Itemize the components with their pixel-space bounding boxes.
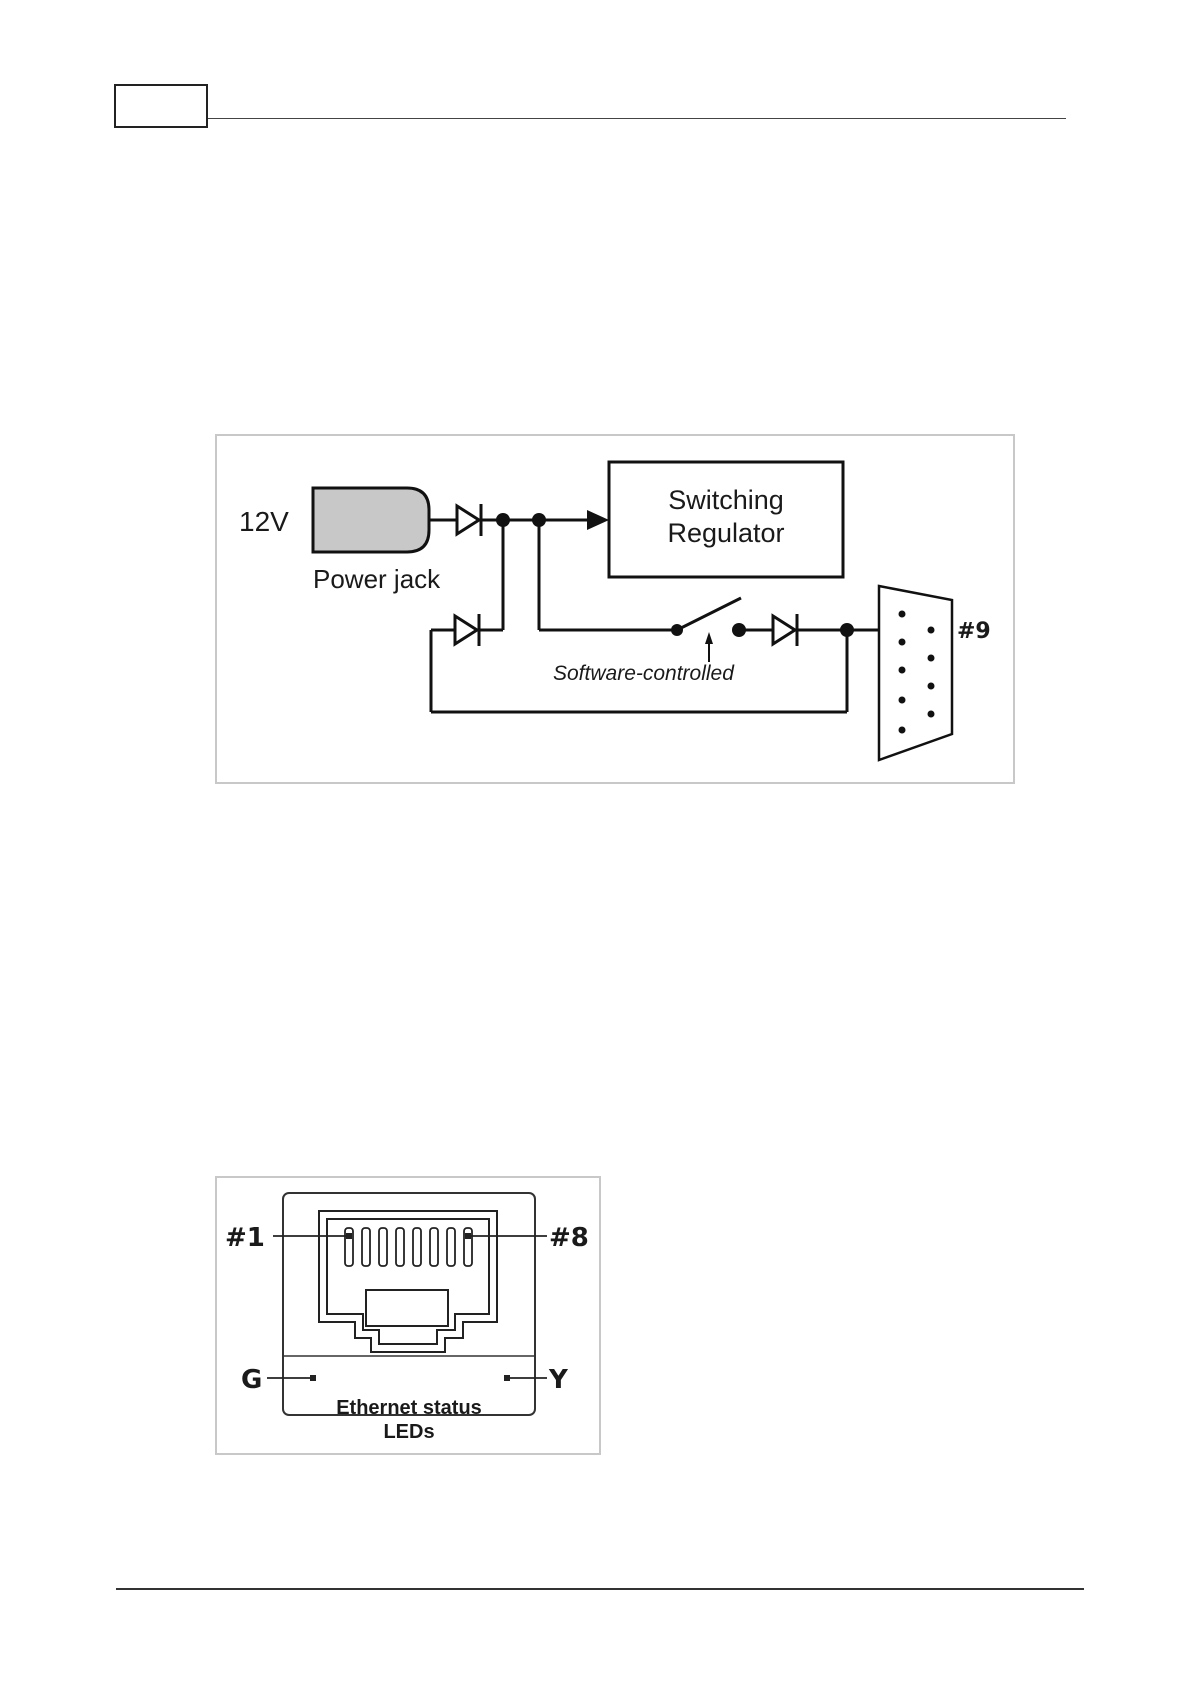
switch-lever — [677, 598, 741, 630]
contact-pin — [379, 1228, 387, 1266]
software-controlled-label: Software-controlled — [553, 662, 735, 685]
led-green-icon — [310, 1375, 316, 1381]
control-arrow-head — [705, 632, 713, 644]
contact-pin — [362, 1228, 370, 1266]
rj45-jack-illustration: #1 #8 G Y Ethernet status LEDs — [217, 1178, 603, 1457]
led-yellow-label: Y — [548, 1365, 569, 1395]
power-jack-icon — [313, 488, 429, 552]
junction-node-2 — [532, 513, 546, 527]
contact-pin — [396, 1228, 404, 1266]
db9-pin — [899, 697, 906, 704]
power-supply-diagram: 12V Power jack Switching Regulator Softw… — [215, 434, 1015, 784]
ethernet-led-caption-line1: Ethernet status — [336, 1397, 482, 1419]
contact-pin — [413, 1228, 421, 1266]
diode-1-icon — [457, 506, 479, 534]
db9-pin — [899, 611, 906, 618]
regulator-label-line2: Regulator — [667, 518, 784, 548]
rj45-diagram: #1 #8 G Y Ethernet status LEDs — [215, 1176, 601, 1455]
power-jack-label: Power jack — [313, 564, 441, 594]
led-yellow-icon — [504, 1375, 510, 1381]
diode-3-icon — [773, 616, 795, 644]
footer-rule — [116, 1588, 1084, 1590]
pin-9-label: #9 — [957, 619, 991, 644]
switch-contact-right — [732, 623, 746, 637]
db9-pin — [928, 627, 935, 634]
header-rule — [208, 118, 1066, 119]
voltage-label: 12V — [239, 506, 289, 537]
switch-contact-left — [671, 624, 683, 636]
regulator-label-line1: Switching — [668, 485, 784, 515]
led-green-label: G — [241, 1365, 262, 1395]
pin-1-marker — [346, 1233, 352, 1239]
pin-8-marker — [465, 1233, 471, 1239]
db9-pin — [899, 727, 906, 734]
junction-node-1 — [496, 513, 510, 527]
junction-node-3 — [840, 623, 854, 637]
contact-pin — [447, 1228, 455, 1266]
arrow-to-regulator — [587, 510, 609, 530]
db9-pin — [928, 655, 935, 662]
power-supply-schematic: 12V Power jack Switching Regulator Softw… — [217, 436, 1017, 786]
db9-pin — [928, 711, 935, 718]
db9-pin — [899, 667, 906, 674]
pin-1-label: #1 — [225, 1223, 265, 1253]
contact-pin — [430, 1228, 438, 1266]
page-number-box — [114, 84, 208, 128]
db9-pin — [899, 639, 906, 646]
db9-connector-icon — [879, 586, 952, 760]
ethernet-led-caption-line2: LEDs — [383, 1421, 434, 1443]
pin-8-label: #8 — [549, 1223, 589, 1253]
db9-pin — [928, 683, 935, 690]
latch-tab — [366, 1290, 448, 1326]
diode-2-icon — [455, 616, 477, 644]
